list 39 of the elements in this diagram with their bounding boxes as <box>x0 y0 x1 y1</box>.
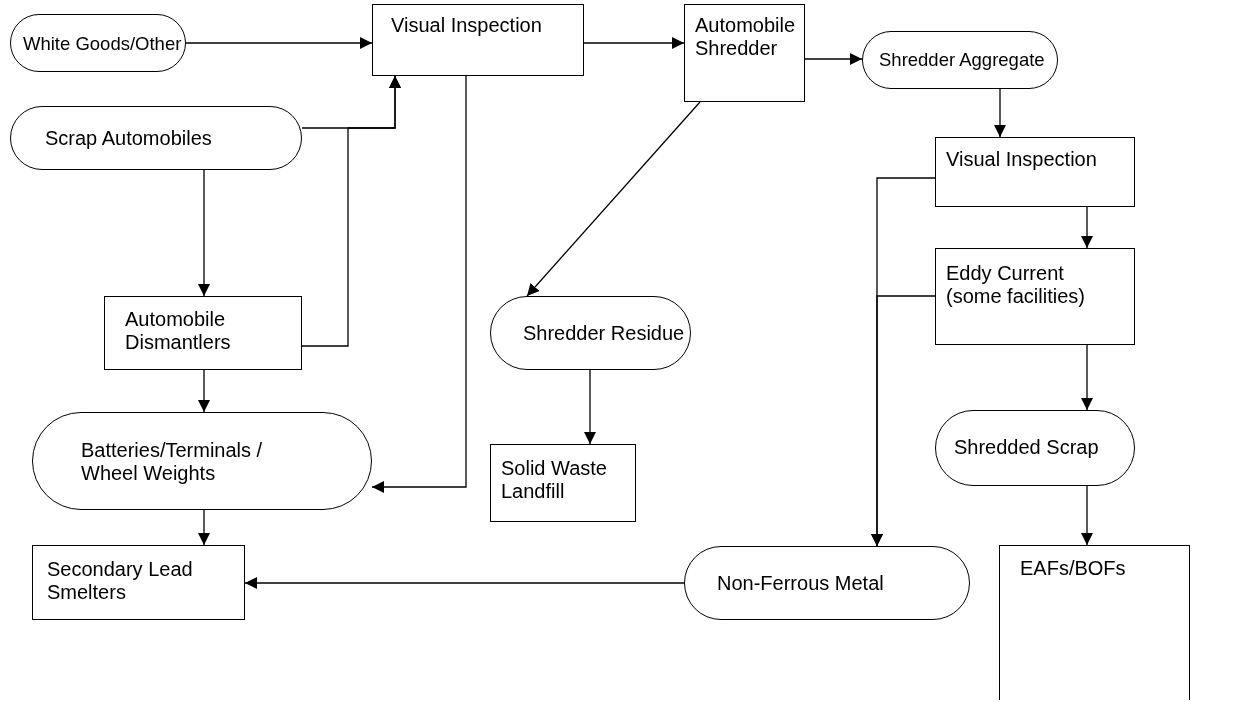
node-label: Visual Inspection <box>946 148 1097 171</box>
node-label: Shredder Residue <box>523 322 685 345</box>
arrow <box>994 88 1006 138</box>
node-label: White Goods/Other <box>23 32 182 55</box>
node-label: Automobile Dismantlers <box>125 308 232 354</box>
process-box <box>490 444 636 522</box>
node-label: Secondary Lead Smelters <box>47 558 194 604</box>
process-box <box>372 4 584 76</box>
node-label: Visual Inspection <box>391 14 542 37</box>
process-box <box>935 137 1135 207</box>
node-label: Eddy Current (some facilities) <box>946 262 1086 308</box>
arrow <box>584 369 596 445</box>
arrow <box>1081 344 1093 411</box>
arrow <box>1081 485 1093 546</box>
node-label: EAFs/BOFs <box>1020 557 1126 580</box>
arrow <box>1081 206 1093 249</box>
arrow <box>804 53 863 65</box>
process-box <box>104 296 302 370</box>
node-label: Solid Waste Landfill <box>501 457 608 503</box>
arrow <box>185 37 373 49</box>
arrow <box>301 75 401 347</box>
node-label: Batteries/Terminals / Wheel Weights <box>81 439 264 485</box>
process-box <box>32 545 245 620</box>
arrow <box>371 75 467 493</box>
arrow <box>244 577 685 589</box>
arrow <box>198 509 210 546</box>
process-box <box>999 545 1190 700</box>
arrow <box>526 101 701 297</box>
process-box <box>935 248 1135 345</box>
node-label: Scrap Automobiles <box>45 127 212 150</box>
node-label: Non-Ferrous Metal <box>717 572 884 595</box>
arrow <box>198 369 210 413</box>
arrow <box>871 295 936 547</box>
node-label: Automobile Shredder <box>695 14 797 60</box>
process-box <box>684 4 805 102</box>
arrow <box>583 37 685 49</box>
arrow <box>198 169 210 297</box>
node-label: Shredder Aggregate <box>879 48 1045 71</box>
node-label: Shredded Scrap <box>954 436 1099 459</box>
